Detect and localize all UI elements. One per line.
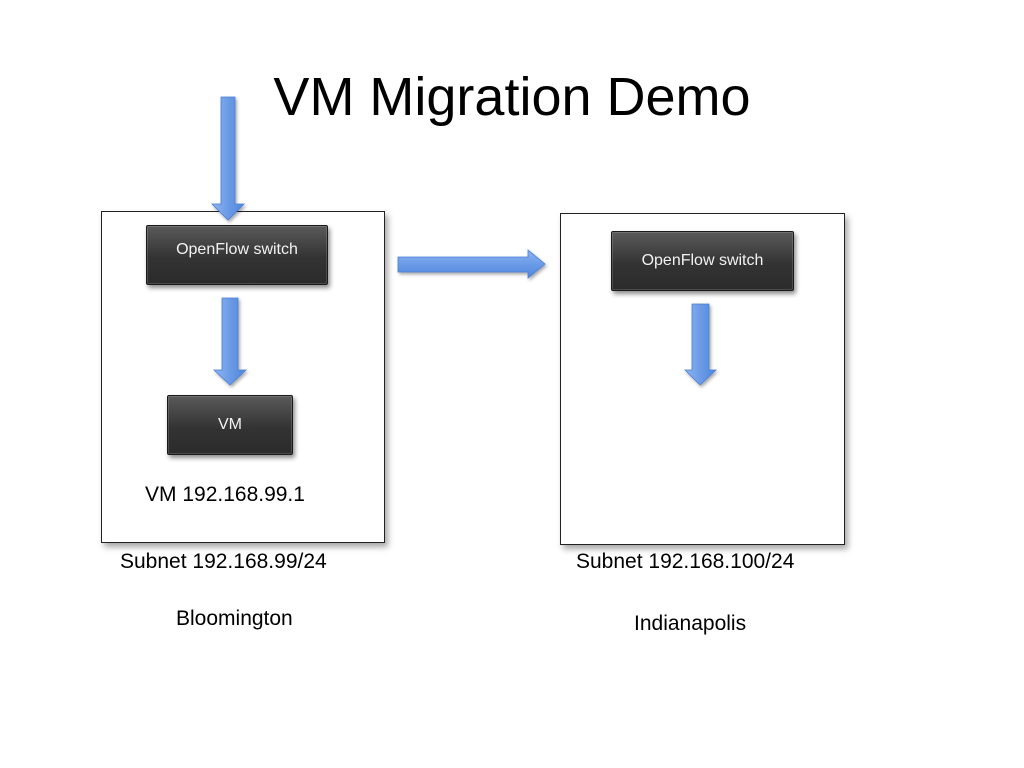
right-switch-down-arrow [684, 303, 718, 386]
slide-title: VM Migration Demo [273, 67, 751, 127]
incoming-arrow [211, 96, 245, 221]
right-switch-label: OpenFlow switch [641, 252, 764, 269]
right-subnet: Subnet 192.168.100/24 [576, 550, 795, 573]
left-switch-label: OpenFlow switch [176, 241, 298, 258]
migration-arrow [397, 249, 546, 279]
vm-label: VM [218, 416, 242, 433]
right-location: Indianapolis [634, 612, 747, 635]
left-subnet: Subnet 192.168.99/24 [120, 550, 327, 573]
right-openflow-switch: OpenFlow switch [611, 231, 794, 291]
vm-address: VM 192.168.99.1 [145, 483, 305, 506]
left-location: Bloomington [176, 607, 293, 630]
left-openflow-switch: OpenFlow switch [146, 225, 328, 285]
switch-to-vm-arrow [212, 297, 248, 386]
vm-node: VM [167, 395, 293, 455]
